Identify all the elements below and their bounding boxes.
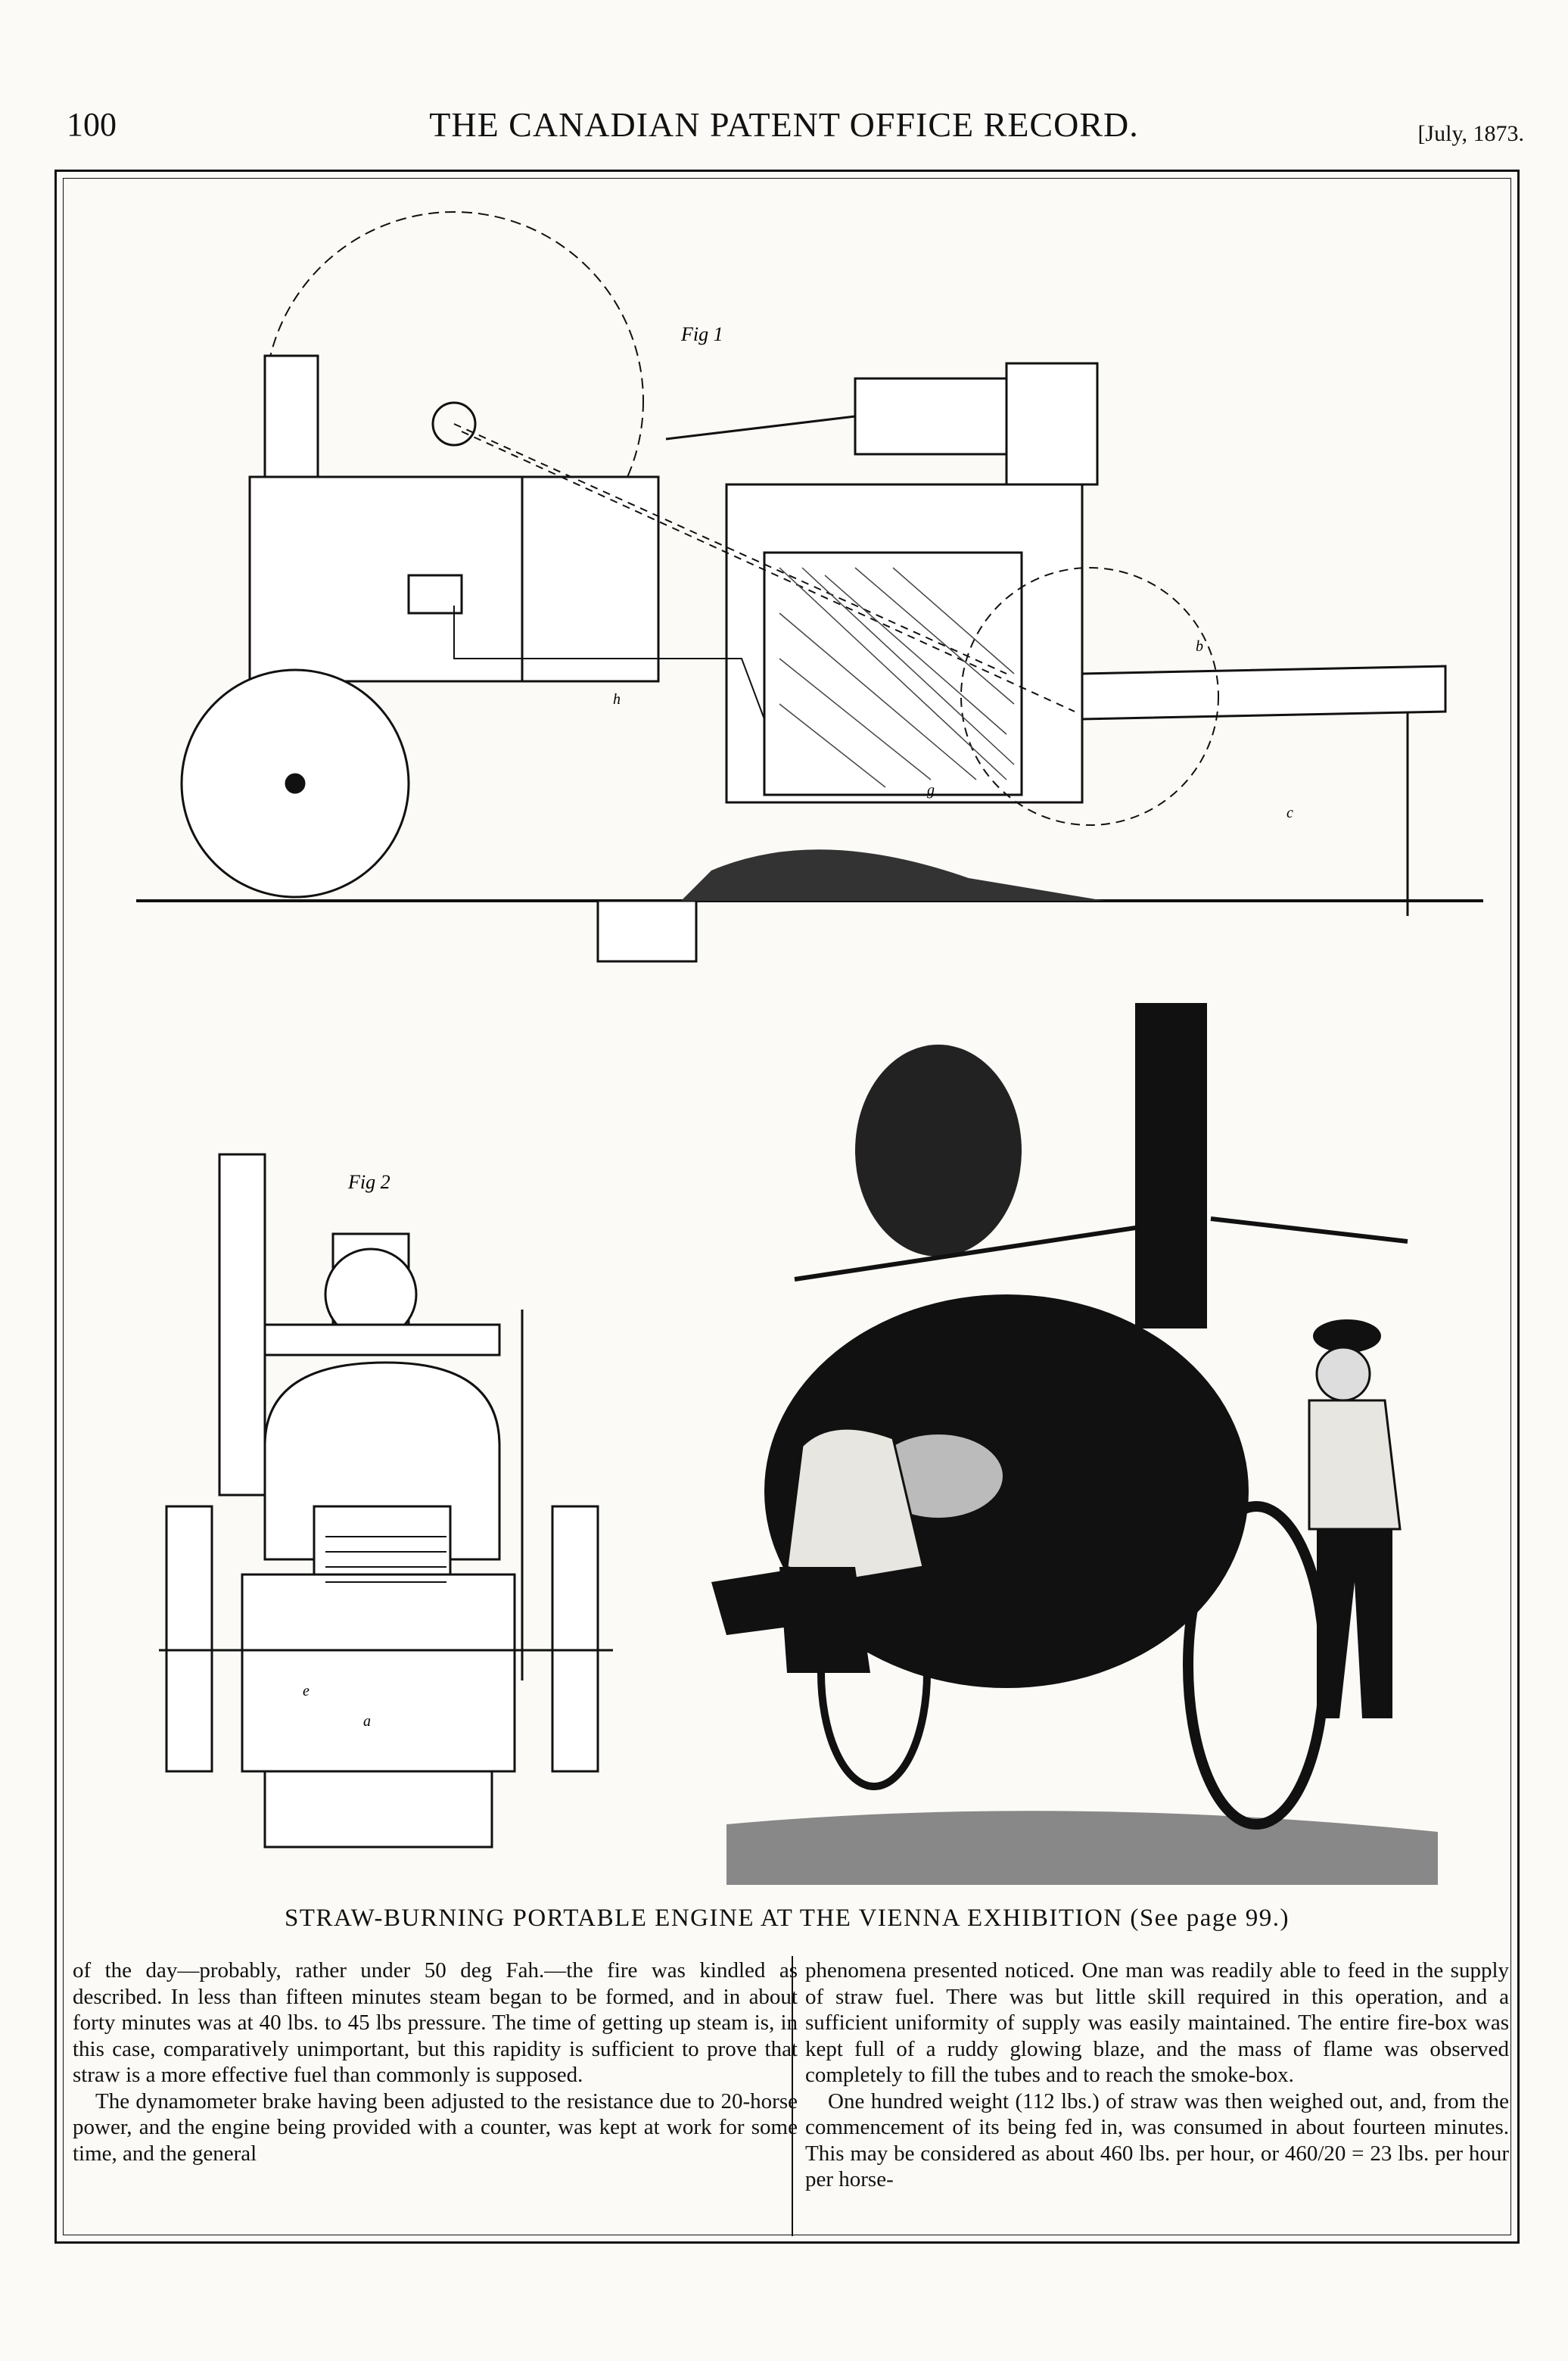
part-letter-b: b xyxy=(1196,638,1203,655)
fig2-end-elevation-illustration: Fig 2 e a xyxy=(159,1153,613,1849)
part-letter-h: h xyxy=(613,691,621,708)
article-column-left: of the day—probably, rather under 50 deg… xyxy=(73,1958,798,2166)
engine-engraving-illustration xyxy=(711,1003,1438,1885)
running-title: THE CANADIAN PATENT OFFICE RECORD. xyxy=(429,105,1139,144)
figure-caption: STRAW-BURNING PORTABLE ENGINE AT THE VIE… xyxy=(284,1905,1290,1932)
column-divider xyxy=(792,1956,793,2236)
part-letter-a: a xyxy=(363,1713,371,1730)
fig2-label: Fig 2 xyxy=(347,1171,390,1193)
part-letter-c: c xyxy=(1286,805,1293,821)
issue-date: [July, 1873. xyxy=(1417,121,1524,146)
article-paragraph: of the day—probably, rather under 50 deg… xyxy=(73,1958,798,2087)
part-letter-g: g xyxy=(927,782,935,799)
article-column-right: phenomena presented noticed. One man was… xyxy=(805,1958,1509,2193)
page-number: 100 xyxy=(67,106,117,143)
part-letter-e: e xyxy=(303,1683,310,1699)
article-paragraph: phenomena presented noticed. One man was… xyxy=(805,1958,1509,2087)
fig1-label: Fig 1 xyxy=(680,323,723,345)
article-paragraph: One hundred weight (112 lbs.) of straw w… xyxy=(805,2088,1509,2192)
page-frame xyxy=(54,170,1520,2244)
fig1-side-elevation-illustration: Fig 1 h b c g xyxy=(136,211,1483,963)
article-paragraph: The dynamometer brake having been adjust… xyxy=(73,2088,798,2166)
